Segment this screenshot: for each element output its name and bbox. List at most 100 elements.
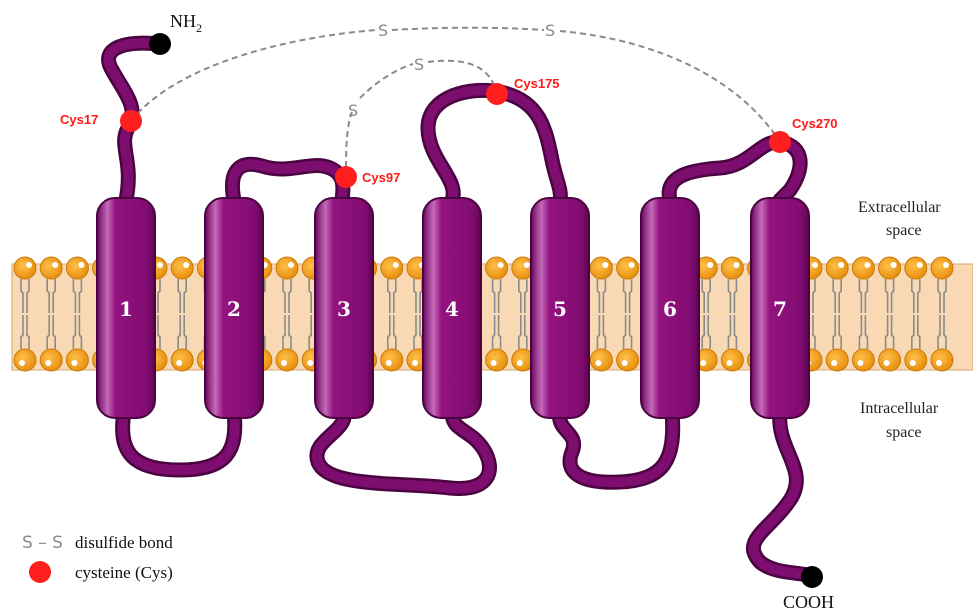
intracellular-loop-3 [560, 412, 673, 482]
lipid-head [171, 349, 193, 371]
lipid-head [931, 257, 953, 279]
lipid-head [852, 257, 874, 279]
lipid-head [617, 257, 639, 279]
lipid-head [826, 257, 848, 279]
lipid-head [617, 349, 639, 371]
helix-number: 6 [663, 297, 677, 321]
lipid-head-highlight [393, 262, 399, 268]
extracellular-label-line2: space [886, 222, 922, 239]
lipid-head-highlight [910, 360, 916, 366]
lipid-head-highlight [78, 262, 84, 268]
helix-3: 3 [315, 198, 373, 418]
lipid-head-highlight [412, 360, 418, 366]
lipid-head-highlight [629, 262, 635, 268]
lipid-head-highlight [943, 262, 949, 268]
helix-number: 4 [445, 297, 459, 321]
lipid-head-highlight [26, 262, 32, 268]
lipid-head-highlight [917, 262, 923, 268]
lipid-head-highlight [281, 360, 287, 366]
legend: S – S disulfide bond cysteine (Cys) [22, 533, 173, 583]
lipid-head-highlight [838, 262, 844, 268]
helix-6: 6 [641, 198, 699, 418]
lipid-head [721, 257, 743, 279]
lipid-head [14, 257, 36, 279]
extracellular-loop-1 [232, 164, 342, 200]
helix-number: 2 [227, 297, 241, 321]
lipid-head [40, 349, 62, 371]
lipid-head-highlight [884, 360, 890, 366]
c-terminal-tail [753, 412, 812, 576]
lipid-head-highlight [700, 360, 706, 366]
lipid-head-highlight [726, 360, 732, 366]
lipid-head-highlight [491, 360, 497, 366]
helix-number: 5 [553, 297, 567, 321]
lipid-head [381, 257, 403, 279]
helix-number: 1 [119, 297, 133, 321]
lipid-head-highlight [812, 262, 818, 268]
lipid-head-highlight [864, 262, 870, 268]
lipid-head [879, 349, 901, 371]
n-terminus-label: NH2 [170, 11, 202, 35]
cys270-dot [769, 131, 791, 153]
lipid-head [40, 257, 62, 279]
n-terminus-dot [149, 33, 171, 55]
intracellular-label-line2: space [886, 424, 922, 441]
lipid-head-highlight [176, 360, 182, 366]
lipid-head [852, 349, 874, 371]
helix-4: 4 [423, 198, 481, 418]
lipid-head [590, 349, 612, 371]
lipid-head [171, 257, 193, 279]
cys175-dot [486, 83, 508, 105]
lipid-head-highlight [936, 360, 942, 366]
lipid-head-highlight [857, 360, 863, 366]
lipid-head-highlight [831, 360, 837, 366]
lipid-head [66, 349, 88, 371]
s-label-1: S [378, 21, 388, 40]
lipid-head-highlight [386, 360, 392, 366]
legend-bond-text: disulfide bond [75, 533, 173, 552]
s-label-4: S [348, 101, 358, 120]
lipid-head-highlight [622, 360, 628, 366]
lipid-head-highlight [602, 262, 608, 268]
extracellular-label-line1: Extracellular [858, 199, 941, 216]
helix-2: 2 [205, 198, 263, 418]
lipid-head-highlight [307, 360, 313, 366]
cys175-label: Cys175 [514, 76, 560, 91]
lipid-head-highlight [19, 360, 25, 366]
lipid-head [905, 349, 927, 371]
cys17-label: Cys17 [60, 112, 98, 127]
lipid-head-highlight [183, 262, 189, 268]
helix-number: 7 [773, 297, 787, 321]
lipid-head-highlight [52, 262, 58, 268]
legend-bond-symbol: S – S [22, 533, 63, 553]
helix-7: 7 [751, 198, 809, 418]
lipid-head [486, 257, 508, 279]
lipid-head [931, 349, 953, 371]
lipid-head [276, 349, 298, 371]
lipid-head-highlight [45, 360, 51, 366]
lipid-head-highlight [288, 262, 294, 268]
lipid-head-highlight [498, 262, 504, 268]
c-terminus-dot [801, 566, 823, 588]
intracellular-label-line1: Intracellular [860, 400, 939, 417]
cys17-dot [120, 110, 142, 132]
cys97-label: Cys97 [362, 170, 400, 185]
lipid-head [486, 349, 508, 371]
s-label-2: S [545, 21, 555, 40]
lipid-head [905, 257, 927, 279]
lipid-head [66, 257, 88, 279]
lipid-head [721, 349, 743, 371]
cys270-label: Cys270 [792, 116, 838, 131]
helix-5: 5 [531, 198, 589, 418]
cys97-dot [335, 166, 357, 188]
disulfide-bond-outer [131, 28, 780, 142]
lipid-head [590, 257, 612, 279]
intracellular-loop-2 [317, 412, 490, 488]
helix-number: 3 [337, 297, 351, 321]
lipid-head-highlight [524, 262, 530, 268]
lipid-head [826, 349, 848, 371]
lipid-head [14, 349, 36, 371]
helix-1: 1 [97, 198, 155, 418]
